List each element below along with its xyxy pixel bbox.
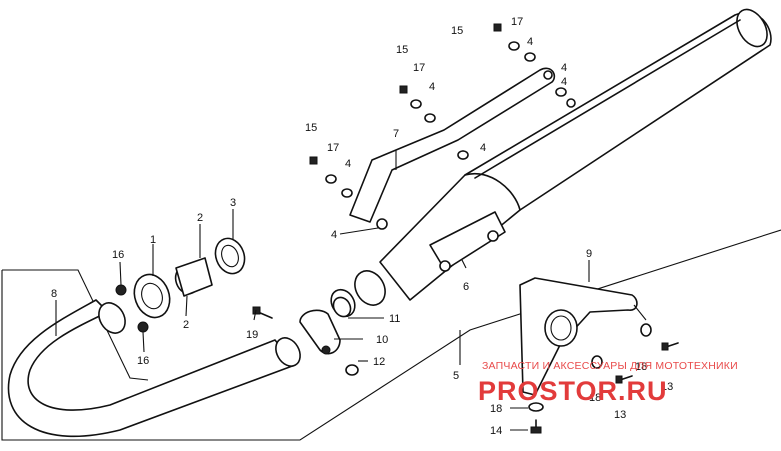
callout-9: 9 xyxy=(586,248,592,260)
callout-4-e: 4 xyxy=(345,158,351,170)
callout-6: 6 xyxy=(463,281,469,293)
callout-18-low: 18 xyxy=(490,403,502,415)
callout-1: 1 xyxy=(150,234,156,246)
callout-7: 7 xyxy=(393,128,399,140)
callout-17-mid: 17 xyxy=(413,62,425,74)
callout-17-low: 17 xyxy=(327,142,339,154)
callout-2-upper: 2 xyxy=(197,212,203,224)
callout-4-d: 4 xyxy=(480,142,486,154)
callout-2-lower: 2 xyxy=(183,319,189,331)
joint-ring xyxy=(332,296,352,318)
callout-16-lower: 16 xyxy=(137,355,149,367)
callout-12: 12 xyxy=(373,356,385,368)
clamp-washer xyxy=(345,364,359,376)
callout-18-right: 18 xyxy=(635,361,647,373)
callout-15-mid: 15 xyxy=(396,44,408,56)
callout-13-right: 13 xyxy=(661,381,673,393)
callout-4-c: 4 xyxy=(429,81,435,93)
watermark-brand: PROSTOR.RU xyxy=(478,376,668,406)
collar-pair xyxy=(174,257,213,297)
pipe-clamp xyxy=(299,309,341,355)
callout-4-g: 4 xyxy=(561,76,567,88)
callout-16-upper: 16 xyxy=(112,249,124,261)
callout-4-f: 4 xyxy=(331,229,337,241)
callout-14: 14 xyxy=(490,425,502,437)
watermark-tagline: ЗАПЧАСТИ И АКСЕССУАРЫ ДЛЯ МОТОТЕХНИКИ xyxy=(482,360,738,372)
exhaust-flange xyxy=(133,273,171,319)
callout-10: 10 xyxy=(376,334,388,346)
clamp-bolt xyxy=(252,306,273,319)
callout-3: 3 xyxy=(230,197,236,209)
muffler-mount-plate xyxy=(429,211,506,272)
callout-15-low: 15 xyxy=(305,122,317,134)
callout-19: 19 xyxy=(246,329,258,341)
callout-4-a: 4 xyxy=(527,36,533,48)
callout-8: 8 xyxy=(51,288,57,300)
watermark: ЗАПЧАСТИ И АКСЕССУАРЫ ДЛЯ МОТОТЕХНИКИ PR… xyxy=(478,360,738,406)
callout-4-b: 4 xyxy=(561,62,567,74)
mounting-hardware xyxy=(309,23,679,434)
callout-5: 5 xyxy=(453,370,459,382)
callout-15-top: 15 xyxy=(451,25,463,37)
callout-numbers: 1 2 2 3 4 4 4 4 4 4 4 5 6 7 8 9 10 11 12… xyxy=(51,16,673,437)
rear-support-bracket xyxy=(519,277,638,396)
callout-17-top: 17 xyxy=(511,16,523,28)
gasket-ring xyxy=(214,237,246,275)
leader-lines xyxy=(55,150,647,431)
callout-18-mid: 18 xyxy=(589,392,601,404)
callout-11: 11 xyxy=(389,313,400,325)
exhaust-pipe xyxy=(7,299,301,438)
callout-13-left: 13 xyxy=(614,409,626,421)
